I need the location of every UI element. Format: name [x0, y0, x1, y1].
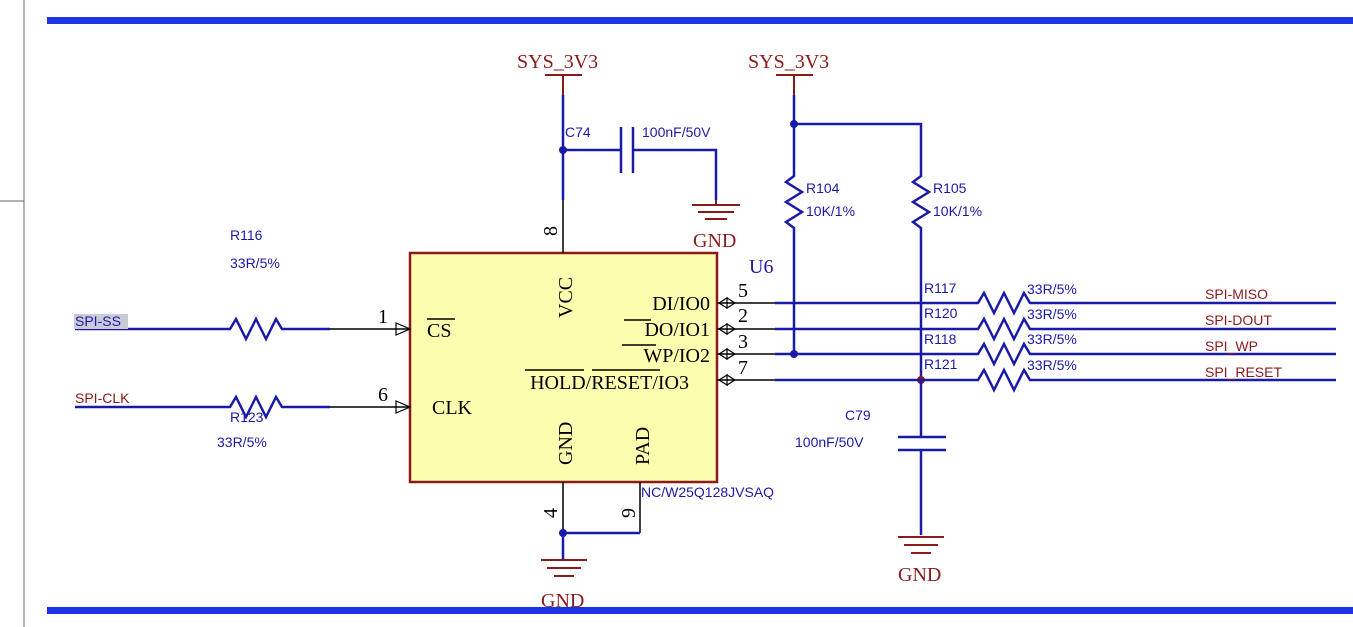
gnd-label-top: GND — [693, 230, 736, 252]
wire-r105-top — [794, 122, 923, 170]
net-label-spi-miso[interactable]: SPI-MISO — [1205, 286, 1268, 302]
pin-number-pad: 9 — [618, 508, 640, 518]
resistor-r120[interactable] — [972, 316, 1336, 342]
r123-ref: R123 — [230, 409, 264, 425]
pin-number-io2: 3 — [738, 331, 748, 353]
resistor-r118[interactable] — [972, 341, 1336, 367]
r104-value: 10K/1% — [806, 203, 855, 219]
resistor-r121[interactable] — [972, 367, 1336, 393]
gnd-symbol-bottom — [541, 559, 587, 577]
pin-number-cs: 1 — [378, 306, 388, 328]
r120-ref: R120 — [924, 305, 958, 321]
pin-label-cs: CS — [427, 320, 451, 342]
pin-number-io1: 2 — [738, 305, 748, 327]
ic-part-number: NC/W25Q128JVSAQ — [641, 484, 774, 500]
power-label-sys-3v3-left: SYS_3V3 — [517, 51, 598, 73]
bottom-border-bar — [47, 607, 1353, 614]
r116-value: 33R/5% — [230, 255, 280, 271]
gnd-symbol-top — [692, 200, 740, 220]
bidir-arrow-io0 — [717, 296, 737, 310]
pin-label-clk: CLK — [432, 397, 473, 419]
c74-value: 100nF/50V — [642, 124, 711, 140]
c79-ref: C79 — [845, 407, 871, 423]
net-label-spi-ss[interactable]: SPI-SS — [75, 313, 121, 329]
r118-value: 33R/5% — [1027, 331, 1077, 347]
resistor-r105[interactable] — [910, 170, 932, 380]
wire-c74-right — [634, 148, 718, 200]
net-label-spi-clk[interactable]: SPI-CLK — [75, 390, 130, 406]
pin-label-gnd: GND — [555, 422, 577, 465]
power-label-sys-3v3-right: SYS_3V3 — [748, 51, 829, 73]
c79-value: 100nF/50V — [795, 434, 864, 450]
pin-number-io0: 5 — [738, 280, 748, 302]
pin-label-io0: DI/IO0 — [652, 293, 710, 315]
pin-number-vcc: 8 — [540, 226, 562, 236]
resistor-r123[interactable] — [205, 394, 330, 420]
c74-ref: C74 — [565, 124, 591, 140]
net-label-spi-reset[interactable]: SPI_RESET — [1205, 364, 1282, 380]
pin-label-io2: WP/IO2 — [643, 345, 710, 367]
bidir-arrow-io1 — [717, 322, 737, 336]
pin-number-clk: 6 — [378, 384, 388, 406]
bidir-arrow-io2 — [717, 347, 737, 361]
spi-ss-highlight — [74, 314, 128, 329]
r105-value: 10K/1% — [933, 203, 982, 219]
input-arrow-clk — [395, 400, 412, 414]
r116-ref: R116 — [230, 227, 263, 243]
gnd-label-right: GND — [898, 564, 941, 586]
resistor-r116[interactable] — [205, 316, 330, 342]
pin-label-vcc: VCC — [555, 277, 577, 318]
gnd-symbol-right — [898, 536, 944, 554]
resistor-r117[interactable] — [972, 290, 1336, 316]
r104-ref: R104 — [806, 180, 840, 196]
r117-ref: R117 — [924, 280, 957, 296]
net-label-spi-wp[interactable]: SPI_WP — [1205, 338, 1258, 354]
input-arrow-cs — [395, 322, 412, 336]
pin-label-io3: HOLD/RESET/IO3 — [530, 372, 689, 394]
r117-value: 33R/5% — [1027, 281, 1077, 297]
top-border-bar — [47, 17, 1353, 24]
resistor-r104[interactable] — [783, 170, 805, 354]
ic-body[interactable] — [408, 251, 719, 484]
r118-ref: R118 — [924, 331, 957, 347]
ic-ref: U6 — [749, 256, 773, 278]
r105-ref: R105 — [933, 180, 967, 196]
pin-number-gnd: 4 — [540, 508, 562, 518]
gnd-label-bottom: GND — [541, 590, 584, 612]
r123-value: 33R/5% — [217, 434, 267, 450]
r121-value: 33R/5% — [1027, 357, 1077, 373]
pin-label-io1: DO/IO1 — [644, 319, 710, 341]
pin-label-pad: PAD — [632, 427, 654, 465]
r120-value: 33R/5% — [1027, 306, 1077, 322]
bidir-arrow-io3 — [717, 373, 737, 387]
pin-number-io3: 7 — [738, 357, 748, 379]
r121-ref: R121 — [924, 356, 958, 372]
net-label-spi-dout[interactable]: SPI-DOUT — [1205, 312, 1272, 328]
